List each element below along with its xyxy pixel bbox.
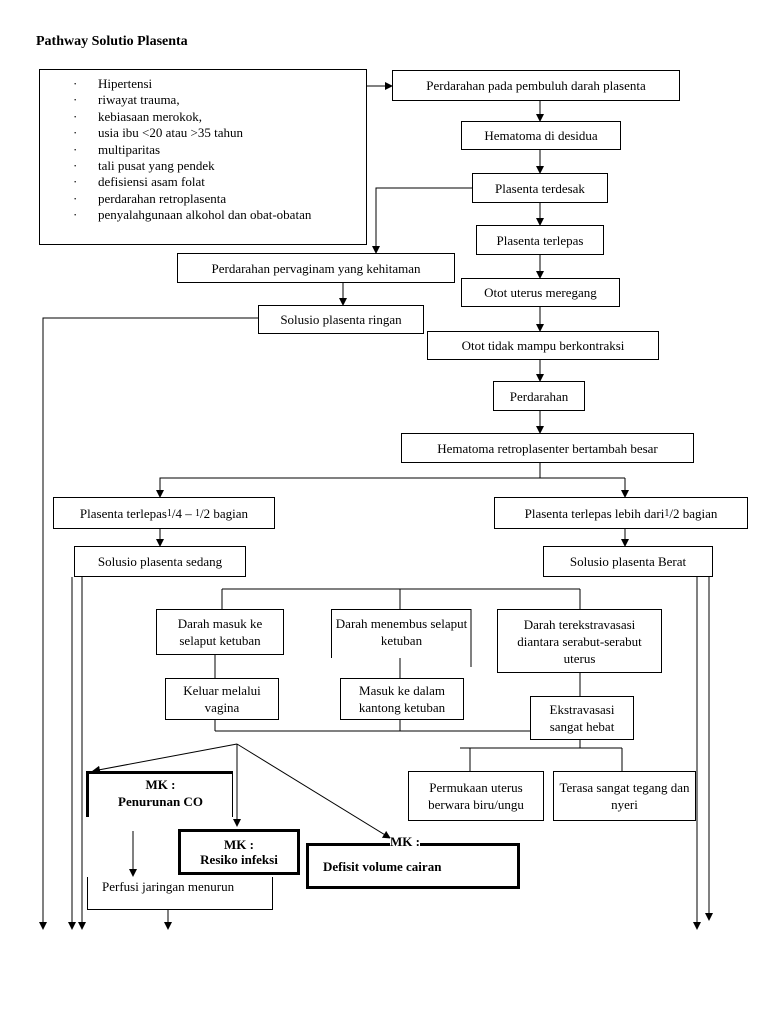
node-perdarahan-pervaginam: Perdarahan pervaginam yang kehitaman xyxy=(177,253,455,283)
connector xyxy=(39,317,258,930)
node-hematoma-desidua: Hematoma di desidua xyxy=(461,121,621,150)
risk-factor-item: ·perdarahan retroplasenta xyxy=(73,190,227,206)
node-permukaan-uterus: Permukaan uterus berwara biru/ungu xyxy=(408,771,544,821)
bullet-icon: · xyxy=(73,141,78,157)
node-solusio-sedang: Solusio plasenta sedang xyxy=(74,546,246,577)
page-title: Pathway Solutio Plasenta xyxy=(36,34,188,49)
node-masuk-kantong: Masuk ke dalam kantong ketuban xyxy=(340,678,464,720)
node-perdarahan-pembuluh: Perdarahan pada pembuluh darah plasenta xyxy=(392,70,680,101)
node-keluar-vagina: Keluar melalui vagina xyxy=(165,678,279,720)
node-otot-meregang: Otot uterus meregang xyxy=(461,278,620,307)
connector xyxy=(92,743,238,774)
risk-factor-item: ·riwayat trauma, xyxy=(73,92,180,108)
bullet-icon: · xyxy=(73,207,78,223)
risk-factors-box: ·Hipertensi ·riwayat trauma, ·kebiasaan … xyxy=(39,69,367,245)
node-darah-masuk: Darah masuk ke selaput ketuban xyxy=(156,609,284,655)
node-terasa-tegang: Terasa sangat tegang dan nyeri xyxy=(553,771,696,821)
connector xyxy=(156,463,541,498)
bullet-icon: · xyxy=(73,158,78,174)
connector xyxy=(236,743,391,839)
bullet-icon: · xyxy=(73,174,78,190)
node-terlepas-more-than-half: Plasenta terlepas lebih dari 1/2 bagian xyxy=(494,497,748,529)
risk-factor-item: ·kebiasaan merokok, xyxy=(73,108,202,124)
bullet-icon: · xyxy=(73,92,78,108)
node-darah-menembus: Darah menembus selaput ketuban xyxy=(331,609,471,658)
nursing-diagnosis-defisit-volume-cairan: Defisit volume cairan xyxy=(306,843,520,889)
bullet-icon: · xyxy=(73,190,78,206)
bullet-icon: · xyxy=(73,76,78,91)
risk-factor-item: ·usia ibu <20 atau >35 tahun xyxy=(73,125,243,141)
risk-factor-list: ·Hipertensi ·riwayat trauma, ·kebiasaan … xyxy=(40,70,366,224)
risk-factor-item: ·tali pusat yang pendek xyxy=(73,158,215,174)
node-darah-ekstravasasi: Darah terekstravasasi diantara serabut-s… xyxy=(497,609,662,673)
node-ekstravasasi-hebat: Ekstravasasi sangat hebat xyxy=(530,696,634,740)
nursing-diagnosis-penurunan-co: MK : Penurunan CO xyxy=(86,771,233,817)
bullet-icon: · xyxy=(73,108,78,124)
risk-factor-item: ·penyalahgunaan alkohol dan obat-obatan xyxy=(73,207,312,223)
risk-factor-item: ·defisiensi asam folat xyxy=(73,174,205,190)
node-perfusi-jaringan: Perfusi jaringan menurun xyxy=(87,877,273,910)
node-solusio-berat: Solusio plasenta Berat xyxy=(543,546,713,577)
node-darah-menembus-edge xyxy=(470,609,472,667)
connector xyxy=(372,187,472,254)
node-solusio-ringan: Solusio plasenta ringan xyxy=(258,305,424,334)
mk-cairan-label: MK : xyxy=(390,834,420,849)
nursing-diagnosis-resiko-infeksi: MK : Resiko infeksi xyxy=(178,829,300,875)
node-terlepas-quarter-half: Plasenta terlepas 1/4 – 1/2 bagian xyxy=(53,497,275,529)
node-hematoma-retroplasenter: Hematoma retroplasenter bertambah besar xyxy=(401,433,694,463)
bullet-icon: · xyxy=(73,125,78,141)
node-otot-tidak-mampu: Otot tidak mampu berkontraksi xyxy=(427,331,659,360)
node-plasenta-terdesak: Plasenta terdesak xyxy=(472,173,608,203)
risk-factor-item: ·Hipertensi xyxy=(73,76,153,91)
risk-factor-item: ·multiparitas xyxy=(73,141,161,157)
node-perdarahan: Perdarahan xyxy=(493,381,585,411)
node-plasenta-terlepas: Plasenta terlepas xyxy=(476,225,604,255)
